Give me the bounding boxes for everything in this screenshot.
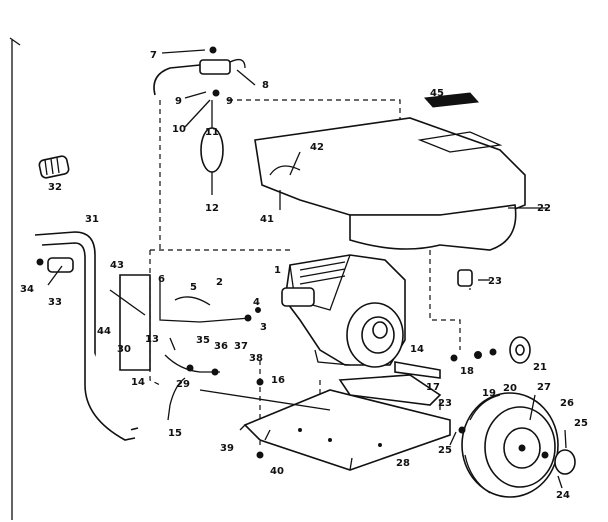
label-2: 2 [216, 277, 223, 288]
base-plate [239, 389, 451, 471]
leader-lines [47, 49, 567, 489]
label-38: 38 [249, 353, 263, 364]
label-5: 5 [190, 282, 197, 293]
label-8: 8 [262, 80, 269, 91]
label-11: 11 [205, 127, 219, 138]
label-28: 28 [396, 458, 410, 469]
label-14a: 14 [131, 377, 145, 388]
label-26: 26 [560, 398, 574, 409]
label-17: 17 [426, 382, 440, 393]
label-44: 44 [97, 326, 111, 337]
label-45: 45 [430, 88, 444, 99]
part-labels: 7 8 9 9 10 11 12 45 42 41 22 23 32 31 34… [20, 50, 588, 501]
corner-mark [9, 37, 21, 46]
control-linkage [159, 280, 261, 351]
decal-part-45 [423, 92, 480, 108]
label-36: 36 [214, 341, 228, 352]
label-34: 34 [20, 284, 34, 295]
label-15: 15 [168, 428, 182, 439]
label-12: 12 [205, 203, 219, 214]
label-10: 10 [172, 124, 186, 135]
label-30: 30 [117, 344, 131, 355]
label-33: 33 [48, 297, 62, 308]
label-31: 31 [85, 214, 99, 225]
label-18: 18 [460, 366, 474, 377]
label-22: 22 [537, 203, 551, 214]
label-6: 6 [158, 274, 165, 285]
small-parts [256, 269, 531, 459]
label-24: 24 [556, 490, 570, 501]
label-42: 42 [310, 142, 324, 153]
hub-cap [541, 449, 576, 475]
label-16: 16 [271, 375, 285, 386]
label-43: 43 [110, 260, 124, 271]
label-37: 37 [234, 341, 248, 352]
label-41: 41 [260, 214, 274, 225]
label-40: 40 [270, 466, 284, 477]
label-14b: 14 [410, 344, 424, 355]
handle-part-31 [34, 231, 139, 441]
label-23b: 23 [438, 398, 452, 409]
label-21: 21 [533, 362, 547, 373]
label-39: 39 [220, 443, 234, 454]
label-1: 1 [274, 265, 281, 276]
label-9b: 9 [226, 96, 233, 107]
label-3: 3 [260, 322, 267, 333]
label-27: 27 [537, 382, 551, 393]
bracket-part-30 [109, 274, 151, 371]
grip-part-32 [38, 155, 70, 179]
label-13: 13 [145, 334, 159, 345]
label-35: 35 [196, 335, 210, 346]
label-23a: 23 [488, 276, 502, 287]
engine [281, 254, 406, 368]
wheel [461, 392, 559, 498]
label-20: 20 [503, 383, 517, 394]
label-4: 4 [253, 297, 260, 308]
label-9a: 9 [175, 96, 182, 107]
control-cable [164, 354, 220, 421]
fuel-filter-assembly [153, 46, 246, 195]
label-32: 32 [48, 182, 62, 193]
label-29: 29 [176, 379, 190, 390]
label-7: 7 [150, 50, 157, 61]
engine-shroud [254, 117, 526, 251]
support-frame [199, 374, 442, 411]
label-25a: 25 [574, 418, 588, 429]
label-25b: 25 [438, 445, 452, 456]
label-19: 19 [482, 388, 496, 399]
